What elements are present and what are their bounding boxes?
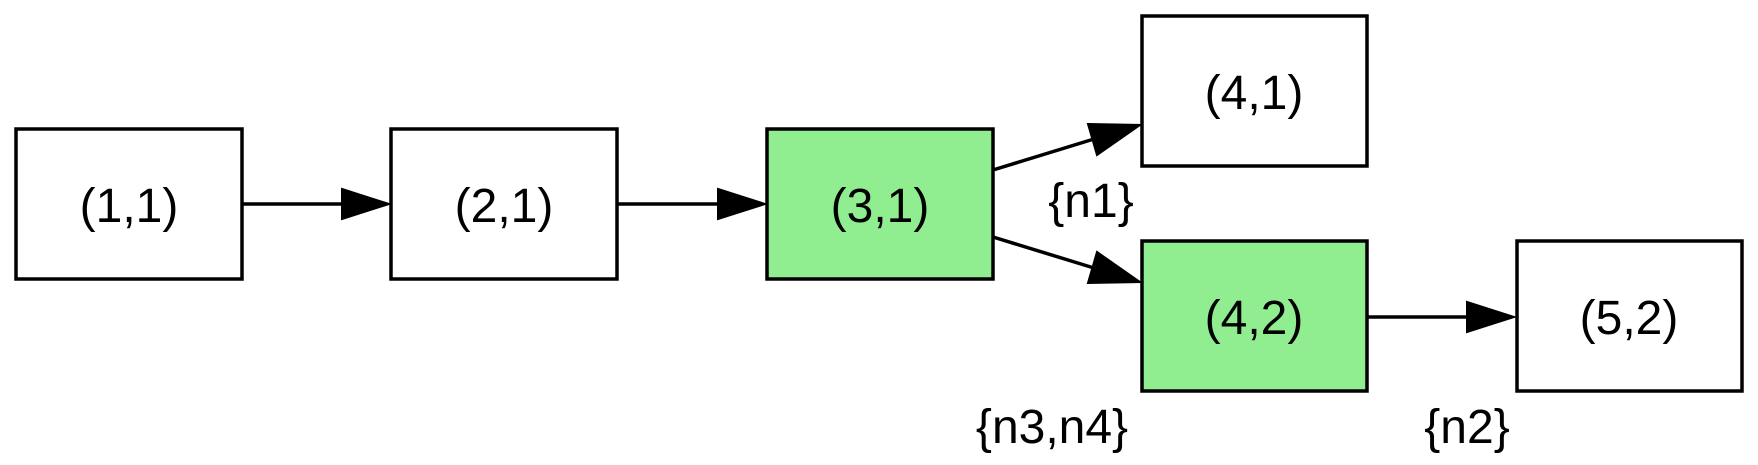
node-label: (4,2): [1205, 292, 1304, 345]
node-box: [1515, 239, 1744, 393]
node-label: (4,1): [1205, 67, 1304, 120]
edges: [242, 122, 1518, 334]
nodes: (1,1) (2,1) (3,1) (4,1) (4,2) (5,2): [14, 14, 1744, 393]
node-box: [14, 127, 244, 281]
node-4-1: (4,1): [1140, 14, 1369, 168]
node-2-1: (2,1): [389, 127, 619, 281]
arrowhead: [1086, 250, 1144, 285]
node-box: [1140, 14, 1369, 168]
edge-labels: {n1} {n3,n4} {n2}: [976, 175, 1510, 454]
edge-3-1-to-4-2: [992, 235, 1144, 285]
node-box: [765, 127, 995, 281]
edge-label-n2: {n2}: [1424, 401, 1509, 454]
edge-1-1-to-2-1: [242, 187, 393, 221]
node-box: [389, 127, 619, 281]
node-3-1: (3,1): [765, 127, 995, 281]
edge-4-2-to-5-2: [1367, 300, 1518, 334]
edge-label-n3-n4: {n3,n4}: [976, 401, 1128, 454]
node-label: (3,1): [831, 180, 930, 233]
edge-label-n1: {n1}: [1048, 175, 1133, 228]
node-5-2: (5,2): [1515, 239, 1744, 393]
node-label: (2,1): [455, 180, 554, 233]
arrowhead: [1466, 300, 1518, 334]
arrowhead: [1086, 122, 1144, 157]
node-label: (1,1): [80, 180, 179, 233]
arrowhead: [717, 187, 769, 221]
node-1-1: (1,1): [14, 127, 244, 281]
node-box: [1140, 239, 1369, 393]
node-4-2: (4,2): [1140, 239, 1369, 393]
edge-3-1-to-4-1: [992, 122, 1144, 172]
node-label: (5,2): [1580, 292, 1679, 345]
arrowhead: [341, 187, 393, 221]
edge-2-1-to-3-1: [617, 187, 769, 221]
